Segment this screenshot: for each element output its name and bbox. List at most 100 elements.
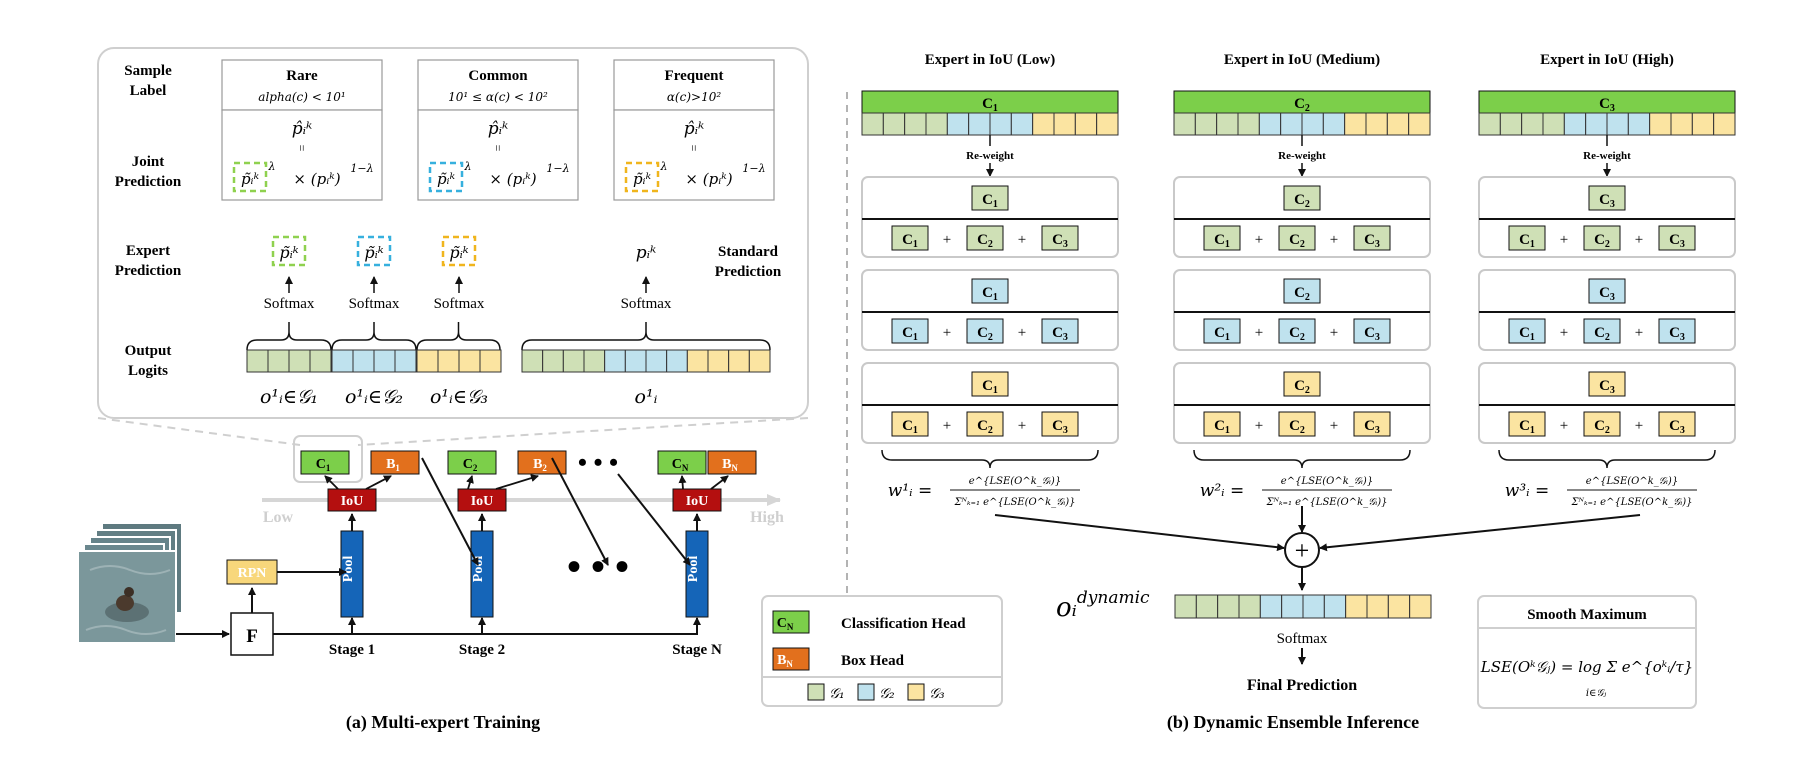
expert-logit-0-cell bbox=[1010, 112, 1034, 136]
group-header-box-0 bbox=[221, 59, 383, 111]
expert-logit-0-cell bbox=[882, 112, 906, 136]
iou-low-label: Low bbox=[263, 509, 294, 526]
denominator-plus-0-1-0: + bbox=[943, 325, 951, 341]
joint-formula-box-2 bbox=[613, 109, 775, 201]
classification-head-2 bbox=[657, 450, 707, 475]
pool-label-1: Pool bbox=[471, 556, 486, 583]
arrow-iou-to-b-2 bbox=[710, 475, 729, 490]
expert-logit-1-cell bbox=[1322, 112, 1346, 136]
expert-logit-0-cell bbox=[925, 112, 948, 136]
logit-g3-cell bbox=[479, 349, 502, 373]
arrow-iou-to-b-0 bbox=[365, 475, 392, 490]
numerator-sub-1-1: 2 bbox=[1305, 292, 1310, 303]
expert-brace-1 bbox=[1193, 449, 1411, 469]
denominator-box-1-1-1 bbox=[1278, 318, 1316, 344]
arrow-b1-to-pool2 bbox=[421, 457, 479, 566]
group-condition-2: α(c)>10² bbox=[667, 90, 722, 104]
joint-equals-1: = bbox=[491, 145, 505, 152]
denominator-sub-1-2-0: 1 bbox=[1225, 425, 1230, 436]
input-image-stack bbox=[77, 522, 183, 644]
denominator-sub-0-2-2: 3 bbox=[1063, 425, 1068, 436]
box-head-label-1: B2 bbox=[533, 457, 547, 473]
rpn-label: RPN bbox=[238, 566, 267, 581]
denominator-box-1-2-2 bbox=[1353, 411, 1391, 437]
legend-box-b: BN bbox=[777, 653, 793, 669]
logit-g3-cell bbox=[416, 349, 439, 373]
denominator-box-0-0-2 bbox=[1041, 225, 1079, 251]
numerator-letter-0-2: C bbox=[982, 378, 993, 394]
denominator-label-2-1-2: C3 bbox=[1669, 325, 1685, 343]
denominator-box-2-1-1 bbox=[1583, 318, 1621, 344]
denominator-label-0-1-0: C1 bbox=[902, 325, 918, 343]
denominator-letter-1-2-1: C bbox=[1289, 418, 1300, 434]
denominator-sub-0-0-1: 2 bbox=[988, 239, 993, 250]
denominator-letter-2-1-2: C bbox=[1669, 325, 1680, 341]
pool-label-2: Pool bbox=[686, 556, 701, 583]
logit-label-standard: o¹ᵢ bbox=[635, 386, 658, 408]
joint-exp-1-lambda-2: 1−λ bbox=[742, 162, 765, 175]
arrow-iou-to-b-1 bbox=[495, 474, 539, 490]
weight-symbol-2: w³ᵢ = bbox=[1505, 481, 1549, 501]
denominator-sub-1-1-0: 1 bbox=[1225, 332, 1230, 343]
expert-logit-2-cell bbox=[1691, 112, 1715, 136]
expert-logit-2-cell bbox=[1521, 112, 1544, 136]
denominator-box-1-1-0 bbox=[1203, 318, 1241, 344]
denominator-sub-0-2-1: 2 bbox=[988, 425, 993, 436]
expert-logit-2-cell bbox=[1499, 112, 1523, 136]
sample-label-line1: Sample bbox=[124, 63, 172, 79]
stage-label-1: Stage 2 bbox=[459, 642, 505, 658]
box-head-label-0: B1 bbox=[386, 457, 400, 473]
dynamic-logit-cell bbox=[1281, 594, 1304, 619]
reweight-label-1: Re-weight bbox=[1278, 150, 1326, 162]
pool-label-0: Pool bbox=[341, 556, 356, 583]
expert-pred-symbol-0: p̃ᵢᵏ bbox=[279, 243, 298, 262]
output-logits-line1: Output bbox=[125, 343, 172, 359]
dynamic-logit-cell bbox=[1195, 594, 1219, 619]
expert-header-label-0: C1 bbox=[982, 96, 998, 114]
logit-g2-cell bbox=[352, 349, 375, 373]
denominator-plus-2-1-0: + bbox=[1560, 325, 1568, 341]
denominator-box-2-1-2 bbox=[1658, 318, 1696, 344]
box-head-label-2: BN bbox=[722, 457, 738, 473]
denominator-sub-1-2-2: 3 bbox=[1375, 425, 1380, 436]
expert-logit-2-cell bbox=[1542, 112, 1565, 136]
denominator-box-2-1-0 bbox=[1508, 318, 1546, 344]
classification-head-letter-2: C bbox=[672, 457, 682, 472]
joint-expert-dashbox-2 bbox=[624, 161, 660, 193]
expert-pred-dashbox-1 bbox=[356, 235, 392, 267]
denominator-label-0-2-0: C1 bbox=[902, 418, 918, 436]
denominator-letter-0-2-1: C bbox=[977, 418, 988, 434]
top-ellipsis: • • • bbox=[578, 448, 618, 477]
denominator-label-2-0-0: C1 bbox=[1519, 232, 1535, 250]
group-name-1: Common bbox=[468, 68, 528, 84]
numerator-sub-1-0: 2 bbox=[1305, 199, 1310, 210]
numerator-box-0-1 bbox=[971, 278, 1009, 304]
denominator-box-1-2-1 bbox=[1278, 411, 1316, 437]
dynamic-logit-cell bbox=[1409, 594, 1432, 619]
expert-logit-1-cell bbox=[1216, 112, 1239, 136]
arrow-prev-to-poolN bbox=[617, 473, 691, 566]
expert-header-sub-1: 2 bbox=[1305, 103, 1310, 114]
weight-symbol-1: w²ᵢ = bbox=[1200, 481, 1244, 501]
expert-logit-1-cell bbox=[1280, 112, 1303, 136]
logit-standard-cell bbox=[686, 349, 709, 373]
numerator-letter-1-0: C bbox=[1294, 192, 1305, 208]
denominator-letter-2-0-1: C bbox=[1594, 232, 1605, 248]
denominator-label-0-2-1: C2 bbox=[977, 418, 993, 436]
joint-times-2: × (pᵢᵏ) bbox=[685, 170, 732, 188]
denominator-plus-0-2-1: + bbox=[1018, 418, 1026, 434]
expert-logit-0-cell bbox=[968, 112, 991, 136]
denominator-sub-1-1-1: 2 bbox=[1300, 332, 1305, 343]
denominator-label-0-0-0: C1 bbox=[902, 232, 918, 250]
standard-prediction-line2: Prediction bbox=[715, 264, 782, 280]
joint-formula-box-1 bbox=[417, 109, 579, 201]
denominator-sub-0-1-2: 3 bbox=[1063, 332, 1068, 343]
numerator-label-2-1: C3 bbox=[1599, 285, 1615, 303]
denominator-plus-2-0-1: + bbox=[1635, 232, 1643, 248]
denominator-sub-2-2-0: 1 bbox=[1530, 425, 1535, 436]
expert-header-letter-2: C bbox=[1599, 96, 1610, 112]
final-prediction: Final Prediction bbox=[1247, 677, 1357, 694]
logit-standard-cell bbox=[542, 349, 564, 373]
denominator-box-0-2-1 bbox=[966, 411, 1004, 437]
